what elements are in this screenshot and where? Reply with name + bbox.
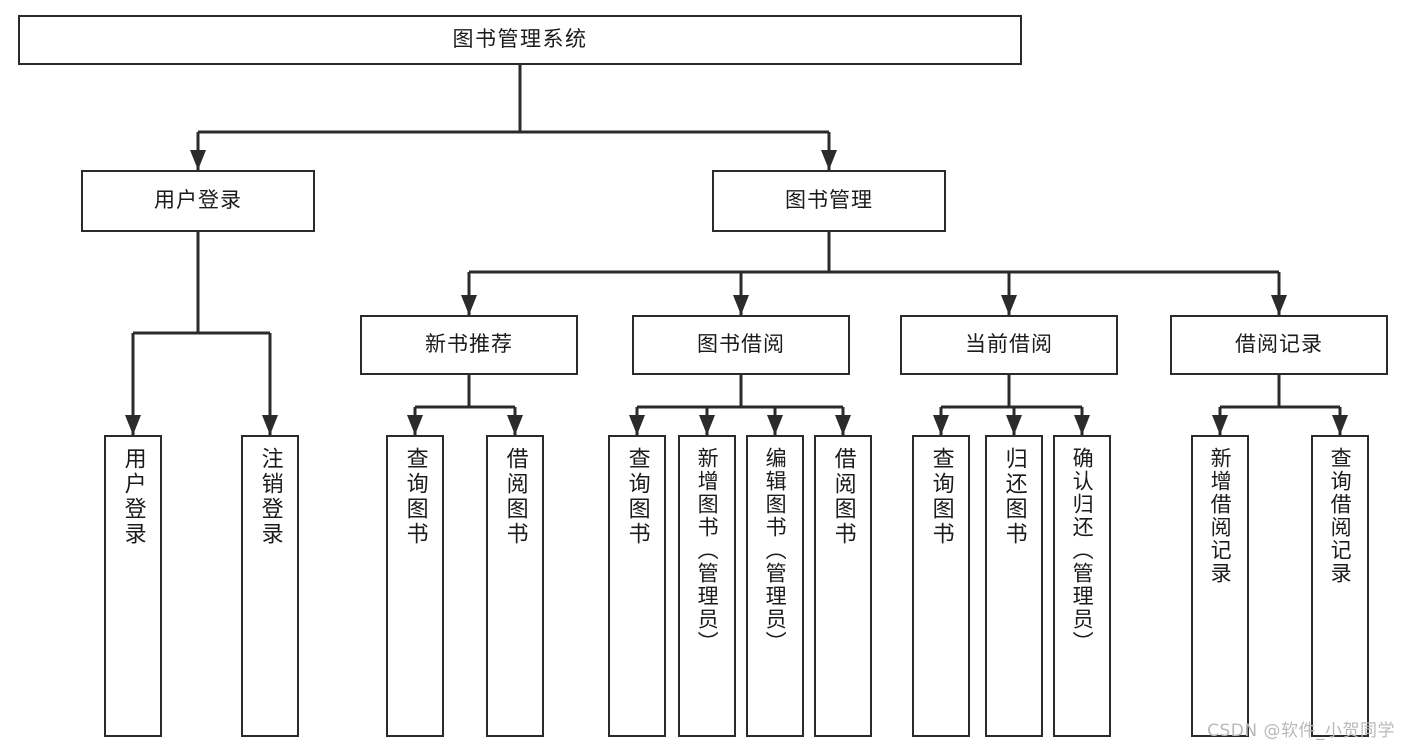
- node-label: 查询图书: [402, 447, 428, 547]
- edge-arrowhead: [699, 415, 715, 435]
- node-label: 图书管理: [785, 188, 873, 213]
- node-label: 编辑图书（管理员）: [763, 447, 788, 654]
- edge-arrowhead: [933, 415, 949, 435]
- node-label: 新增图书（管理员）: [695, 447, 720, 654]
- edge-arrowhead: [767, 415, 783, 435]
- edge-arrowhead: [407, 415, 423, 435]
- node-new_book_rec[interactable]: 新书推荐: [360, 315, 578, 375]
- node-book_borrow[interactable]: 图书借阅: [632, 315, 850, 375]
- node-label: 新书推荐: [425, 332, 513, 357]
- node-leaf_query_book_2[interactable]: 查询图书: [608, 435, 666, 737]
- node-label: 查询图书: [928, 447, 954, 547]
- node-leaf_query_book_3[interactable]: 查询图书: [912, 435, 970, 737]
- edge-arrowhead: [733, 295, 749, 315]
- edge-arrowhead: [1001, 295, 1017, 315]
- node-leaf_query_book_1[interactable]: 查询图书: [386, 435, 444, 737]
- edge-arrowhead: [507, 415, 523, 435]
- edge-arrowhead: [821, 150, 837, 170]
- node-label: 查询借阅记录: [1328, 447, 1353, 585]
- node-label: 确认归还（管理员）: [1070, 447, 1095, 654]
- node-label: 借阅图书: [830, 447, 856, 547]
- node-borrow_record[interactable]: 借阅记录: [1170, 315, 1388, 375]
- edge-arrowhead: [1074, 415, 1090, 435]
- node-leaf_confirm_return[interactable]: 确认归还（管理员）: [1053, 435, 1111, 737]
- node-leaf_user_login[interactable]: 用户登录: [104, 435, 162, 737]
- node-leaf_add_book[interactable]: 新增图书（管理员）: [678, 435, 736, 737]
- node-leaf_borrow_book_2[interactable]: 借阅图书: [814, 435, 872, 737]
- node-leaf_add_record[interactable]: 新增借阅记录: [1191, 435, 1249, 737]
- edge-arrowhead: [1212, 415, 1228, 435]
- edge-arrowhead: [629, 415, 645, 435]
- node-user_login[interactable]: 用户登录: [81, 170, 315, 232]
- node-leaf_logout[interactable]: 注销登录: [241, 435, 299, 737]
- node-book_manage[interactable]: 图书管理: [712, 170, 946, 232]
- node-label: 查询图书: [624, 447, 650, 547]
- node-label: 用户登录: [120, 447, 146, 547]
- node-leaf_edit_book[interactable]: 编辑图书（管理员）: [746, 435, 804, 737]
- node-label: 图书借阅: [697, 332, 785, 357]
- node-leaf_return_book[interactable]: 归还图书: [985, 435, 1043, 737]
- edge-arrowhead: [1332, 415, 1348, 435]
- edge-arrowhead: [835, 415, 851, 435]
- node-label: 新增借阅记录: [1208, 447, 1233, 585]
- node-label: 用户登录: [154, 188, 242, 213]
- edge-arrowhead: [1271, 295, 1287, 315]
- edge-arrowhead: [1006, 415, 1022, 435]
- node-root[interactable]: 图书管理系统: [18, 15, 1022, 65]
- edge-arrowhead: [190, 150, 206, 170]
- edge-arrowhead: [461, 295, 477, 315]
- node-label: 图书管理系统: [452, 27, 588, 52]
- edge-arrowhead: [262, 415, 278, 435]
- node-label: 借阅图书: [502, 447, 528, 547]
- node-leaf_borrow_book_1[interactable]: 借阅图书: [486, 435, 544, 737]
- node-label: 当前借阅: [965, 332, 1053, 357]
- node-current_borrow[interactable]: 当前借阅: [900, 315, 1118, 375]
- node-label: 注销登录: [257, 447, 283, 547]
- edge-arrowhead: [125, 415, 141, 435]
- node-label: 归还图书: [1001, 447, 1027, 547]
- node-leaf_query_record[interactable]: 查询借阅记录: [1311, 435, 1369, 737]
- node-label: 借阅记录: [1235, 332, 1323, 357]
